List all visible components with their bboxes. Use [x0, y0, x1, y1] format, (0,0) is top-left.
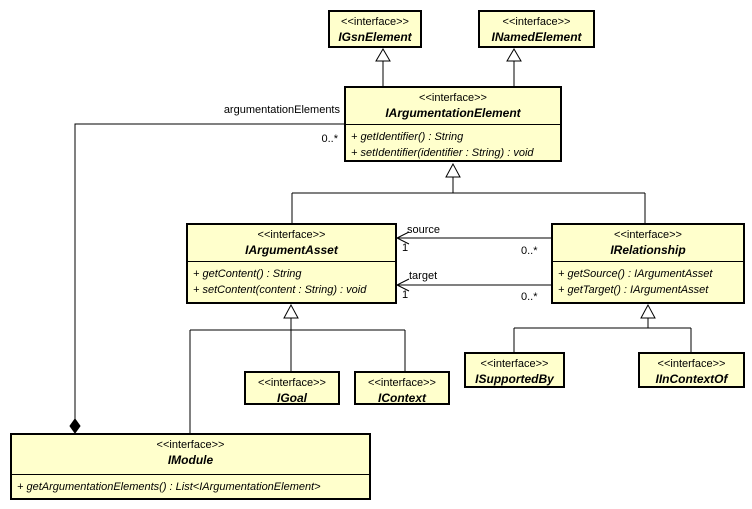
class-header: <<interface>> IGoal: [246, 373, 338, 406]
class-header: <<interface>> INamedElement: [480, 12, 593, 45]
stereotype-label: <<interface>>: [657, 358, 726, 370]
class-header: <<interface>> IRelationship: [553, 225, 743, 258]
class-name: IContext: [378, 391, 426, 405]
stereotype-label: <<interface>>: [258, 377, 326, 389]
class-header: <<interface>> IArgumentAsset: [188, 225, 395, 258]
class-header: <<interface>> IContext: [356, 373, 448, 406]
stereotype-label: <<interface>>: [502, 16, 571, 28]
stereotype-label: <<interface>>: [257, 229, 326, 241]
class-igsnelement[interactable]: <<interface>> IGsnElement: [328, 10, 422, 48]
association-target: [395, 278, 551, 292]
class-iargumentationelement[interactable]: <<interface>> IArgumentationElement + ge…: [344, 86, 562, 162]
methods-compartment: + getSource() : IArgumentAsset + getTarg…: [553, 261, 743, 300]
generalization-supported-incontext-to-rel: [513, 303, 692, 352]
class-header: <<interface>> IModule: [12, 435, 369, 468]
composition-role-label: argumentationElements: [223, 104, 340, 116]
stereotype-label: <<interface>>: [419, 92, 487, 104]
stereotype-label: <<interface>>: [480, 358, 549, 370]
class-name: IInContextOf: [655, 372, 728, 386]
class-inamedelement[interactable]: <<interface>> INamedElement: [478, 10, 595, 48]
generalization-argel-to-gsn: [375, 48, 391, 86]
stereotype-label: <<interface>>: [156, 439, 225, 451]
association-source: [395, 231, 551, 245]
method-entry: + getTarget() : IArgumentAsset: [558, 284, 709, 296]
methods-compartment: + getContent() : String + setContent(con…: [188, 261, 395, 300]
generalization-module-goal-context-to-asset: [189, 303, 406, 433]
method-entry: + setIdentifier(identifier : String) : v…: [351, 147, 534, 159]
class-header: <<interface>> IGsnElement: [330, 12, 420, 45]
method-entry: + getArgumentationElements() : List<IArg…: [17, 481, 321, 493]
method-entry: + getIdentifier() : String: [351, 131, 464, 143]
class-imodule[interactable]: <<interface>> IModule + getArgumentation…: [10, 433, 371, 500]
generalization-asset-rel-to-argel: [291, 162, 646, 223]
class-name: IModule: [167, 453, 214, 467]
class-name: ISupportedBy: [475, 372, 554, 386]
method-entry: + getContent() : String: [193, 268, 302, 280]
class-header: <<interface>> IInContextOf: [640, 354, 743, 387]
stereotype-label: <<interface>>: [614, 229, 682, 241]
stereotype-label: <<interface>>: [341, 16, 409, 28]
class-header: <<interface>> IArgumentationElement: [346, 88, 560, 121]
class-name: IRelationship: [610, 243, 686, 257]
class-name: IGsnElement: [338, 30, 412, 44]
class-icontext[interactable]: <<interface>> IContext: [354, 371, 450, 405]
generalization-argel-to-named: [506, 48, 522, 86]
class-name: IGoal: [276, 391, 307, 405]
class-iincontextof[interactable]: <<interface>> IInContextOf: [638, 352, 745, 388]
target-role-label: target: [409, 270, 438, 282]
stereotype-label: <<interface>>: [368, 377, 436, 389]
source-multiplicity-many-label: 0..*: [521, 245, 538, 257]
class-name: IArgumentationElement: [385, 106, 521, 120]
composition-module-argumentationelements: [69, 123, 344, 434]
target-multiplicity-one-label: 1: [402, 289, 409, 301]
class-igoal[interactable]: <<interface>> IGoal: [244, 371, 340, 405]
target-multiplicity-many-label: 0..*: [521, 291, 538, 303]
class-name: INamedElement: [491, 30, 582, 44]
methods-compartment: + getArgumentationElements() : List<IArg…: [12, 474, 369, 497]
class-header: <<interface>> ISupportedBy: [466, 354, 563, 387]
methods-compartment: + getIdentifier() : String + setIdentifi…: [346, 124, 560, 163]
source-role-label: source: [407, 224, 441, 236]
class-name: IArgumentAsset: [245, 243, 338, 257]
class-isupportedby[interactable]: <<interface>> ISupportedBy: [464, 352, 565, 388]
class-iargumentasset[interactable]: <<interface>> IArgumentAsset + getConten…: [186, 223, 397, 304]
composition-multiplicity-label: 0..*: [321, 133, 338, 145]
method-entry: + setContent(content : String) : void: [193, 284, 367, 296]
method-entry: + getSource() : IArgumentAsset: [558, 268, 713, 280]
class-irelationship[interactable]: <<interface>> IRelationship + getSource(…: [551, 223, 745, 304]
source-multiplicity-one-label: 1: [402, 242, 409, 254]
